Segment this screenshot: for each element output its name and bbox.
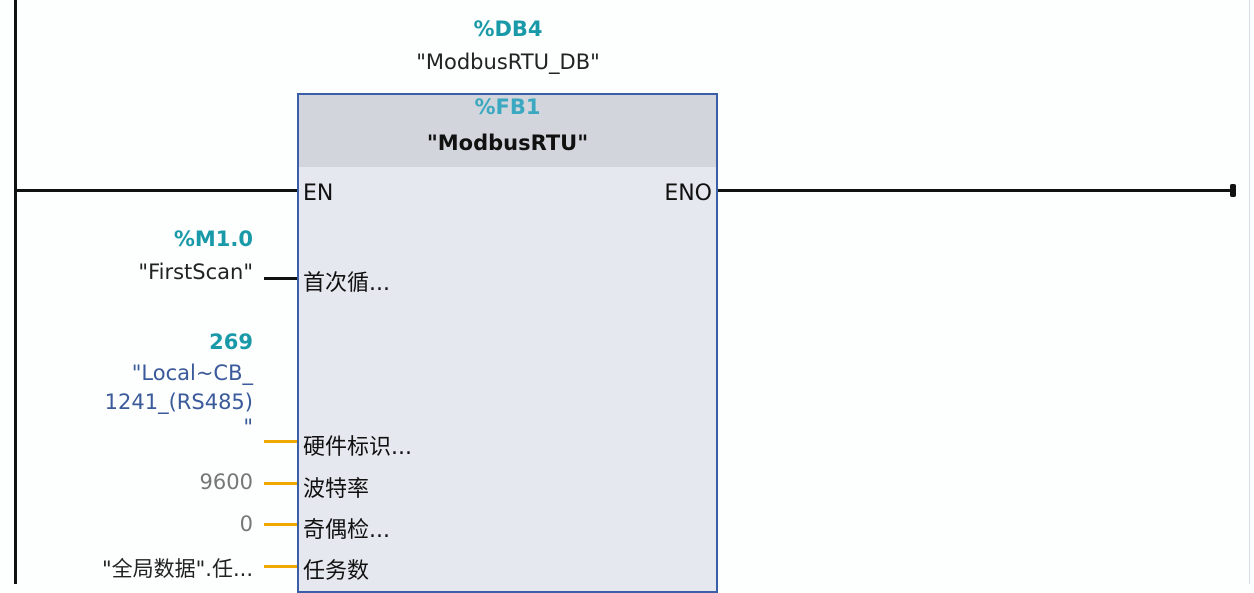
task-count-tag[interactable]: "全局数据".任... <box>101 557 253 581</box>
task-count-wire <box>264 565 297 568</box>
hardware-id-wire <box>264 440 297 443</box>
first-scan-wire <box>264 277 297 280</box>
hardware-id-tag-line2[interactable]: 1241_(RS485) <box>104 390 253 414</box>
baud-rate-wire <box>264 482 297 485</box>
pin-task-count[interactable]: 任务数 <box>303 559 370 584</box>
pin-hardware-id[interactable]: 硬件标识... <box>303 435 412 460</box>
pin-en[interactable]: EN <box>303 181 334 206</box>
parity-value[interactable]: 0 <box>239 512 253 536</box>
block-name: "ModbusRTU" <box>426 131 589 155</box>
pin-parity[interactable]: 奇偶检... <box>303 518 390 543</box>
instance-db-name[interactable]: "ModbusRTU_DB" <box>416 50 600 74</box>
power-rail <box>14 0 17 584</box>
pin-eno[interactable]: ENO <box>664 181 712 206</box>
block-header <box>299 95 716 167</box>
hardware-id-tag-line1[interactable]: "Local~CB_ <box>131 361 253 385</box>
eno-wire <box>718 189 1234 192</box>
right-rail <box>1249 0 1250 584</box>
en-wire <box>15 189 297 192</box>
block-address: %FB1 <box>474 95 541 119</box>
hardware-id-tag-line3[interactable]: " <box>243 415 253 439</box>
first-scan-address: %M1.0 <box>173 227 253 251</box>
wire-end-terminal <box>1230 184 1236 197</box>
pin-first-scan[interactable]: 首次循... <box>303 271 390 296</box>
first-scan-tag[interactable]: "FirstScan" <box>138 260 253 284</box>
function-block-modbusrtu[interactable]: %FB1 "ModbusRTU" EN ENO 首次循... 硬件标识... 波… <box>297 93 718 593</box>
instance-db-address: %DB4 <box>473 17 543 41</box>
baud-rate-value[interactable]: 9600 <box>199 470 253 494</box>
hardware-id-address: 269 <box>209 330 253 354</box>
pin-baud-rate[interactable]: 波特率 <box>303 477 370 502</box>
parity-wire <box>264 523 297 526</box>
